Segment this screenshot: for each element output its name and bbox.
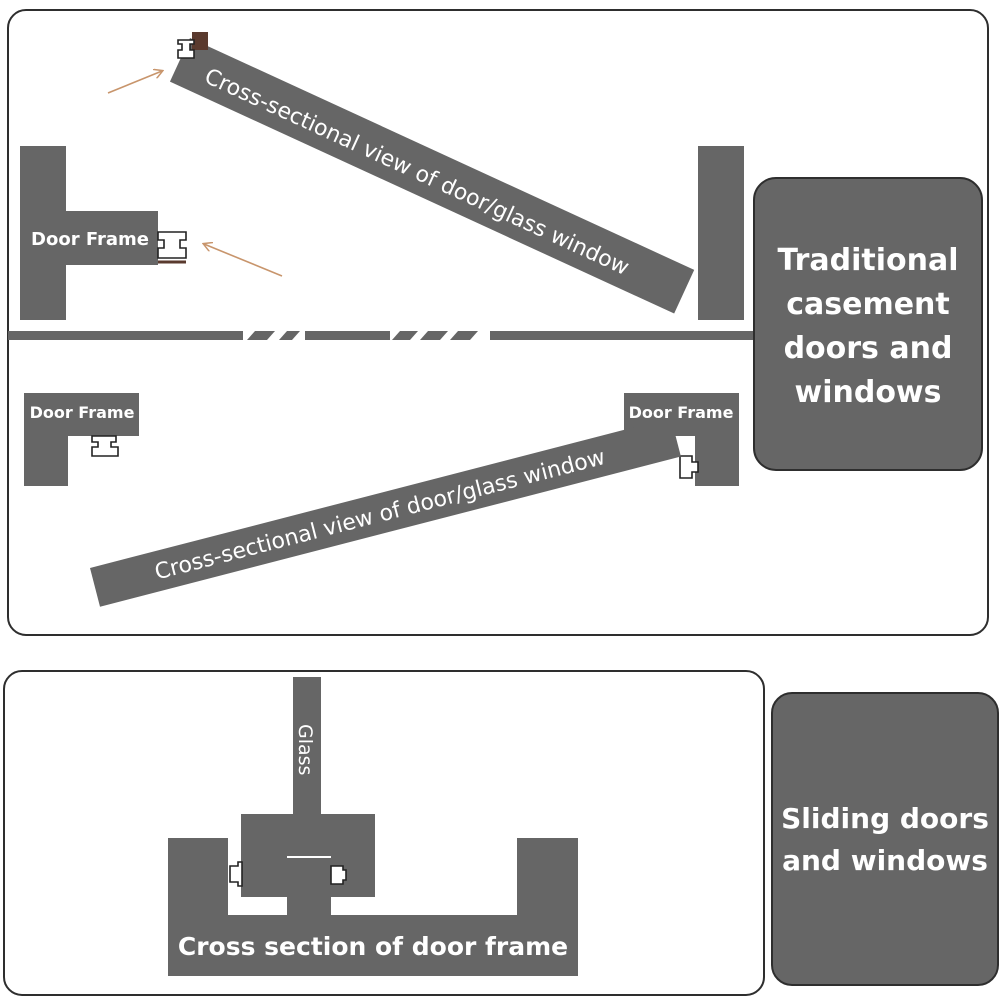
- bottom-right-panel-seal: [679, 455, 699, 479]
- bottom-right-door-frame-label: Door Frame: [629, 403, 734, 422]
- bottom-left-door-frame-label: Door Frame: [30, 403, 135, 422]
- casement-title-line4: windows: [794, 375, 941, 410]
- top-door-frame-label: Door Frame: [31, 229, 149, 250]
- bottom-right-door-frame: [624, 393, 739, 486]
- sliding-door-frame-section: [168, 838, 578, 976]
- sliding-title-line1: Sliding doors: [781, 802, 989, 835]
- top-right-frame-post: [698, 146, 744, 320]
- top-door-frame: [20, 146, 158, 320]
- sliding-title-line2: and windows: [782, 844, 988, 877]
- casement-diagram-panel: Door Frame Cross-sectional view of door/…: [7, 9, 989, 636]
- bottom-left-seal: [91, 435, 119, 457]
- casement-title-box: Traditional casement doors and windows: [753, 177, 983, 471]
- top-frame-seal: [157, 231, 187, 264]
- sliding-title-box: Sliding doors and windows: [771, 692, 999, 986]
- lower-arrow: [204, 244, 283, 277]
- sliding-track-rail: [287, 858, 331, 918]
- sliding-glass-sash: [241, 677, 375, 897]
- top-panel-hinge: [177, 32, 208, 59]
- casement-title-line2: casement: [786, 287, 950, 322]
- casement-title-line1: Traditional: [777, 243, 958, 278]
- sliding-diagram-panel: Glass Cross section of door frame: [3, 670, 765, 996]
- bottom-left-door-frame: [24, 393, 139, 486]
- frame-section-label: Cross section of door frame: [178, 932, 568, 961]
- upper-arrow: [107, 71, 162, 94]
- casement-title-line3: doors and: [784, 331, 953, 366]
- glass-label: Glass: [294, 724, 316, 775]
- sliding-center-seal: [330, 865, 347, 885]
- wall-line: [8, 331, 754, 340]
- sliding-left-seal: [229, 861, 243, 887]
